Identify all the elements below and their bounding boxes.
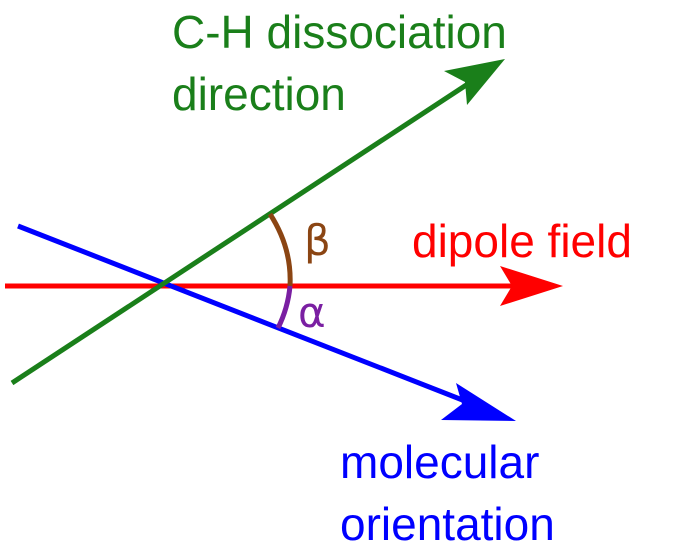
molecular-label-line2: orientation: [340, 498, 555, 550]
molecular-orientation-line: [17, 223, 489, 413]
molecular-orientation-arrowhead: [441, 383, 516, 421]
alpha-angle-arc: [275, 285, 293, 330]
dipole-field-label: dipole field: [412, 215, 632, 267]
dipole-field-arrowhead: [500, 266, 563, 306]
molecular-label-line1: molecular: [340, 436, 539, 488]
dissociation-label-line2: direction: [172, 68, 346, 120]
dissociation-label-line1: C-H dissociation: [172, 6, 507, 58]
beta-angle-arc: [267, 212, 293, 287]
beta-symbol: β: [304, 216, 331, 265]
alpha-symbol: α: [298, 288, 326, 337]
dissociation-direction-line: [10, 73, 482, 386]
dissociation-direction-arrowhead: [444, 59, 505, 105]
